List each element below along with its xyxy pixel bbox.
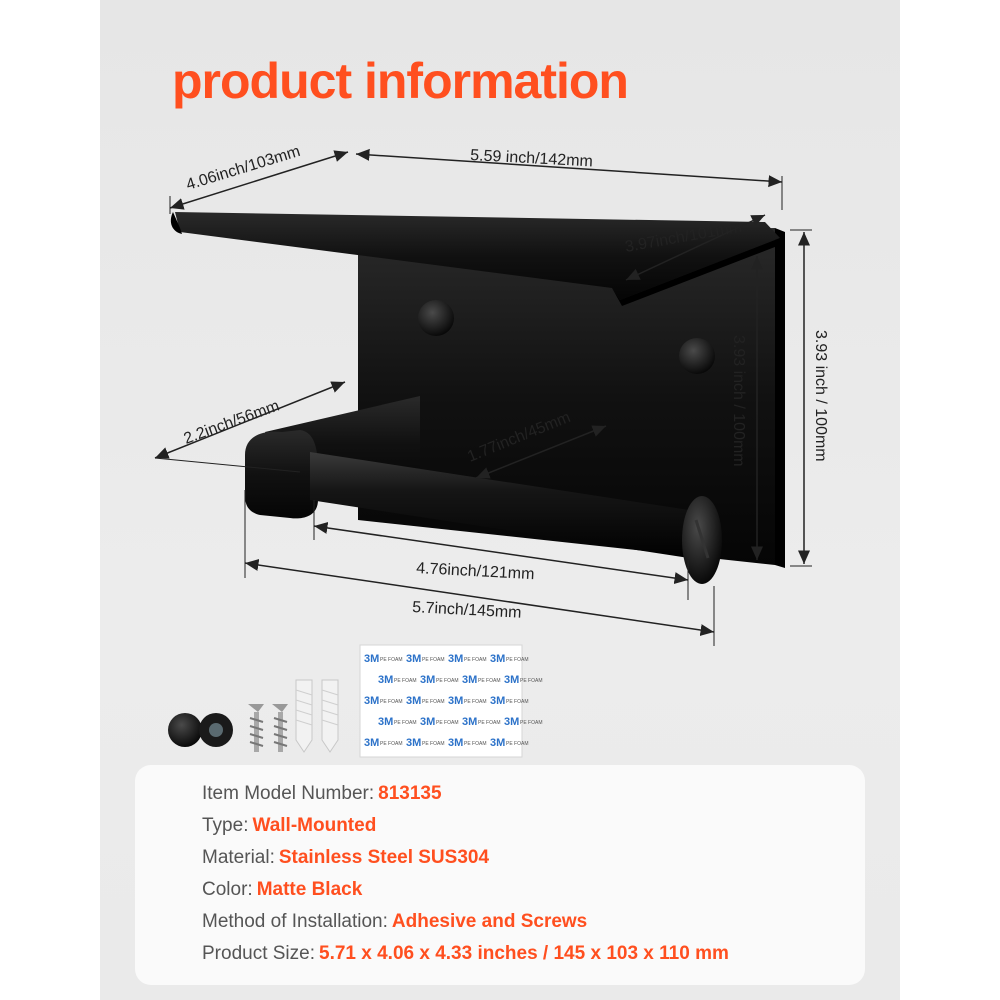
foam-brand-label: 3M (504, 674, 519, 686)
dim-shelf-width: 5.59 inch/142mm (470, 147, 593, 170)
foam-brand-label: 3M (406, 737, 421, 749)
spec-panel (135, 765, 865, 985)
foam-sub-label: PE FOAM (464, 741, 487, 747)
screw-icon (272, 704, 288, 752)
foam-sub-label: PE FOAM (506, 741, 529, 747)
foam-brand-label: 3M (462, 716, 477, 728)
spec-type: Type:Wall-Mounted (202, 815, 377, 836)
foam-brand-label: 3M (504, 716, 519, 728)
foam-brand-label: 3M (378, 716, 393, 728)
foam-sub-label: PE FOAM (422, 657, 445, 663)
screw-cap-right (679, 338, 715, 374)
foam-sub-label: PE FOAM (380, 741, 403, 747)
foam-sub-label: PE FOAM (520, 678, 543, 684)
foam-sub-label: PE FOAM (380, 657, 403, 663)
dim-rod-length: 4.76inch/121mm (416, 560, 535, 583)
foam-sub-label: PE FOAM (380, 699, 403, 705)
foam-brand-label: 3M (448, 737, 463, 749)
foam-brand-label: 3M (420, 716, 435, 728)
foam-brand-label: 3M (378, 674, 393, 686)
foam-sub-label: PE FOAM (394, 720, 417, 726)
spec-installation: Method of Installation:Adhesive and Scre… (202, 911, 588, 932)
foam-brand-label: 3M (364, 653, 379, 665)
foam-brand-label: 3M (462, 674, 477, 686)
cap-accessory-icon (168, 713, 202, 747)
dim-plate-height: 3.93 inch / 100mm (730, 335, 747, 467)
foam-sub-label: PE FOAM (478, 720, 501, 726)
foam-sub-label: PE FOAM (464, 699, 487, 705)
foam-brand-label: 3M (448, 695, 463, 707)
foam-sub-label: PE FOAM (394, 678, 417, 684)
spec-material: Material:Stainless Steel SUS304 (202, 847, 490, 868)
foam-brand-label: 3M (448, 653, 463, 665)
wall-anchor-icon (321, 679, 339, 753)
dim-total-length: 5.7inch/145mm (412, 599, 522, 622)
dim-total-height: 3.93 inch / 100mm (812, 330, 829, 462)
foam-brand-label: 3M (406, 695, 421, 707)
spec-color: Color:Matte Black (202, 879, 363, 900)
foam-brand-label: 3M (490, 737, 505, 749)
foam-sub-label: PE FOAM (478, 678, 501, 684)
wall-anchor-icon (295, 679, 313, 753)
foam-sub-label: PE FOAM (506, 657, 529, 663)
foam-sub-label: PE FOAM (422, 699, 445, 705)
screw-cap-left (418, 300, 454, 336)
foam-brand-label: 3M (364, 737, 379, 749)
foam-sub-label: PE FOAM (422, 741, 445, 747)
foam-brand-label: 3M (420, 674, 435, 686)
spec-model-number: Item Model Number:813135 (202, 783, 442, 804)
foam-sub-label: PE FOAM (520, 720, 543, 726)
foam-brand-label: 3M (406, 653, 421, 665)
foam-sub-label: PE FOAM (436, 678, 459, 684)
foam-sub-label: PE FOAM (506, 699, 529, 705)
foam-sub-label: PE FOAM (436, 720, 459, 726)
spec-product-size: Product Size:5.71 x 4.06 x 4.33 inches /… (202, 943, 729, 964)
shelf-lip (170, 212, 182, 234)
plate-edge (775, 228, 785, 568)
dim-shelf-depth: 4.06inch/103mm (184, 143, 302, 194)
foam-sub-label: PE FOAM (464, 657, 487, 663)
screw-icon (248, 704, 264, 752)
page-title: product information (172, 53, 629, 109)
foam-brand-label: 3M (490, 653, 505, 665)
foam-brand-label: 3M (364, 695, 379, 707)
foam-brand-label: 3M (490, 695, 505, 707)
